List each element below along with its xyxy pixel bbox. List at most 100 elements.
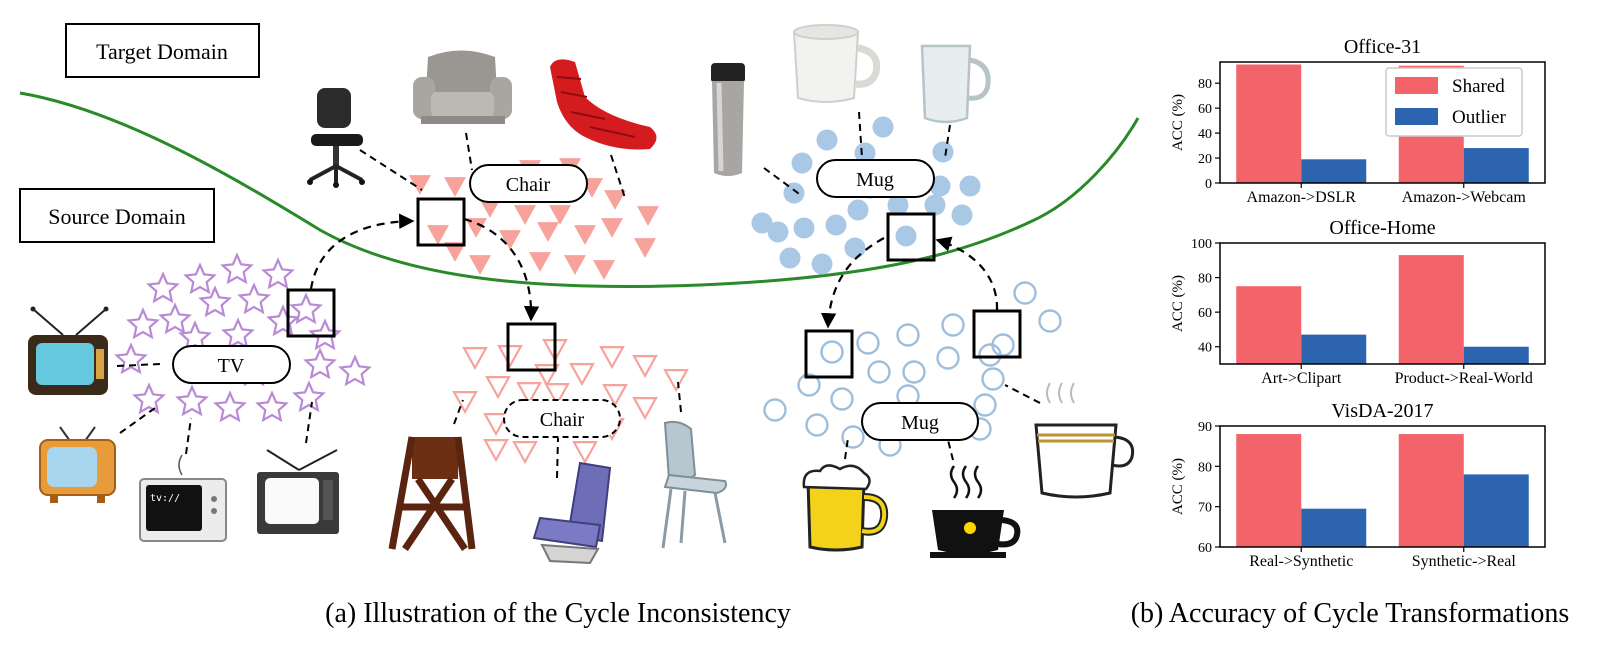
target-domain-label: Target Domain [96,39,228,64]
chair-target-point [529,252,551,272]
mug-target-point [847,199,869,221]
chair-source-point [534,364,560,388]
mug-source-point [936,346,960,370]
chair-target-point [444,177,466,197]
selected-tv-sample-box [286,288,336,338]
selected-mug-source-a-box [804,329,854,379]
chair-source-point [452,391,478,415]
selected-mug-target-box [886,212,936,262]
retro-tv-icon [39,426,116,503]
chair-target-point [409,175,431,195]
chair-target-label: Chair [469,164,588,203]
chair-source-point [544,383,570,407]
y-tick-label: 100 [1191,237,1212,252]
y-tick-label: 40 [1198,341,1212,356]
antenna-tv-icon [257,449,339,534]
star-point [261,257,295,290]
chair-source-point [485,376,511,400]
tv-source-cluster [114,252,372,423]
star-point [338,354,372,387]
target-domain-label-box: Target Domain [65,23,260,78]
legend-outlier-label: Outlier [1452,107,1506,128]
office-chair-icon [307,88,365,188]
star-point [220,252,254,285]
chair-source-point [516,382,542,406]
outlier-bar [1301,159,1367,183]
svg-text:Mug: Mug [901,412,939,434]
tv-label: TV [172,345,291,384]
mug-source-point [981,367,1005,391]
y-tick-label: 80 [1198,272,1212,287]
star-point [146,271,180,304]
plastic-chair-icon [661,420,727,549]
chair-source-point [483,413,509,437]
star-point [266,304,300,337]
chair-target-point [479,198,501,218]
y-tick-label: 0 [1205,177,1212,192]
y-tick-label: 80 [1198,77,1212,92]
shared-bar [1398,434,1464,547]
outlier-bar [1463,148,1529,183]
mug-target-point [932,141,954,163]
chair-source-point [632,397,658,421]
star-point [158,302,192,335]
silver-tv-icon: tv:// [139,454,227,542]
chair-source-point [569,363,595,387]
chair-source-point [663,369,689,393]
mug-source-point [841,425,865,449]
chair-target-point [514,205,536,225]
plot-frame [1219,425,1546,548]
star-point [289,292,323,325]
chair-source-point [483,439,509,463]
plot-frame [1219,61,1546,184]
star-point [213,390,247,423]
glass-mug-icon [920,44,991,124]
mug-target-point [767,221,789,243]
chair-source-point [497,345,523,369]
lounge-chair-icon [550,59,657,150]
chair-target-point [637,206,659,226]
mug-source-point [941,313,965,337]
y-tick-label: 20 [1198,152,1212,167]
chair-target-point [444,242,466,262]
chair-target-cluster [409,158,659,280]
shared-bar [1236,434,1302,547]
mug-source-point [902,360,926,384]
mug-target-point [751,212,773,234]
selected-chair-source-box [506,322,557,372]
shared-bar [1236,64,1302,183]
x-tick-label: Product->Real-World [1395,370,1533,387]
chair-target-point [601,218,623,238]
y-tick-label: 70 [1198,501,1212,516]
white-mug-icon [792,24,881,103]
mug-source-point [1013,281,1037,305]
chart-title: Office-31 [1344,36,1421,58]
chair-target-point [574,225,596,245]
chair-source-point [599,346,625,370]
mug-target-point [811,253,833,275]
y-axis-label: ACC (%) [1170,458,1186,515]
star-point [175,384,209,417]
folding-chair-icon [388,436,476,551]
svg-text:tv://: tv:// [150,493,180,504]
mug-source-point [763,398,787,422]
chair-target-point [634,238,656,258]
svg-text:Mug: Mug [856,169,894,191]
mug-target-point [825,214,847,236]
beer-mug-icon [802,464,889,552]
selected-mug-source-b-box [972,309,1022,359]
mug-source-point [830,387,854,411]
y-tick-label: 60 [1198,306,1212,321]
illustration-caption: (a) Illustration of the Cycle Inconsiste… [325,598,791,629]
x-tick-label: Real->Synthetic [1249,553,1353,570]
mug-source-point [867,360,891,384]
mug-target-point [951,204,973,226]
chair-source-point [512,441,538,465]
airplane-seat-icon [532,461,612,565]
mug-target-point [872,116,894,138]
chair-source-label: Chair [503,399,621,438]
star-point [183,262,217,295]
